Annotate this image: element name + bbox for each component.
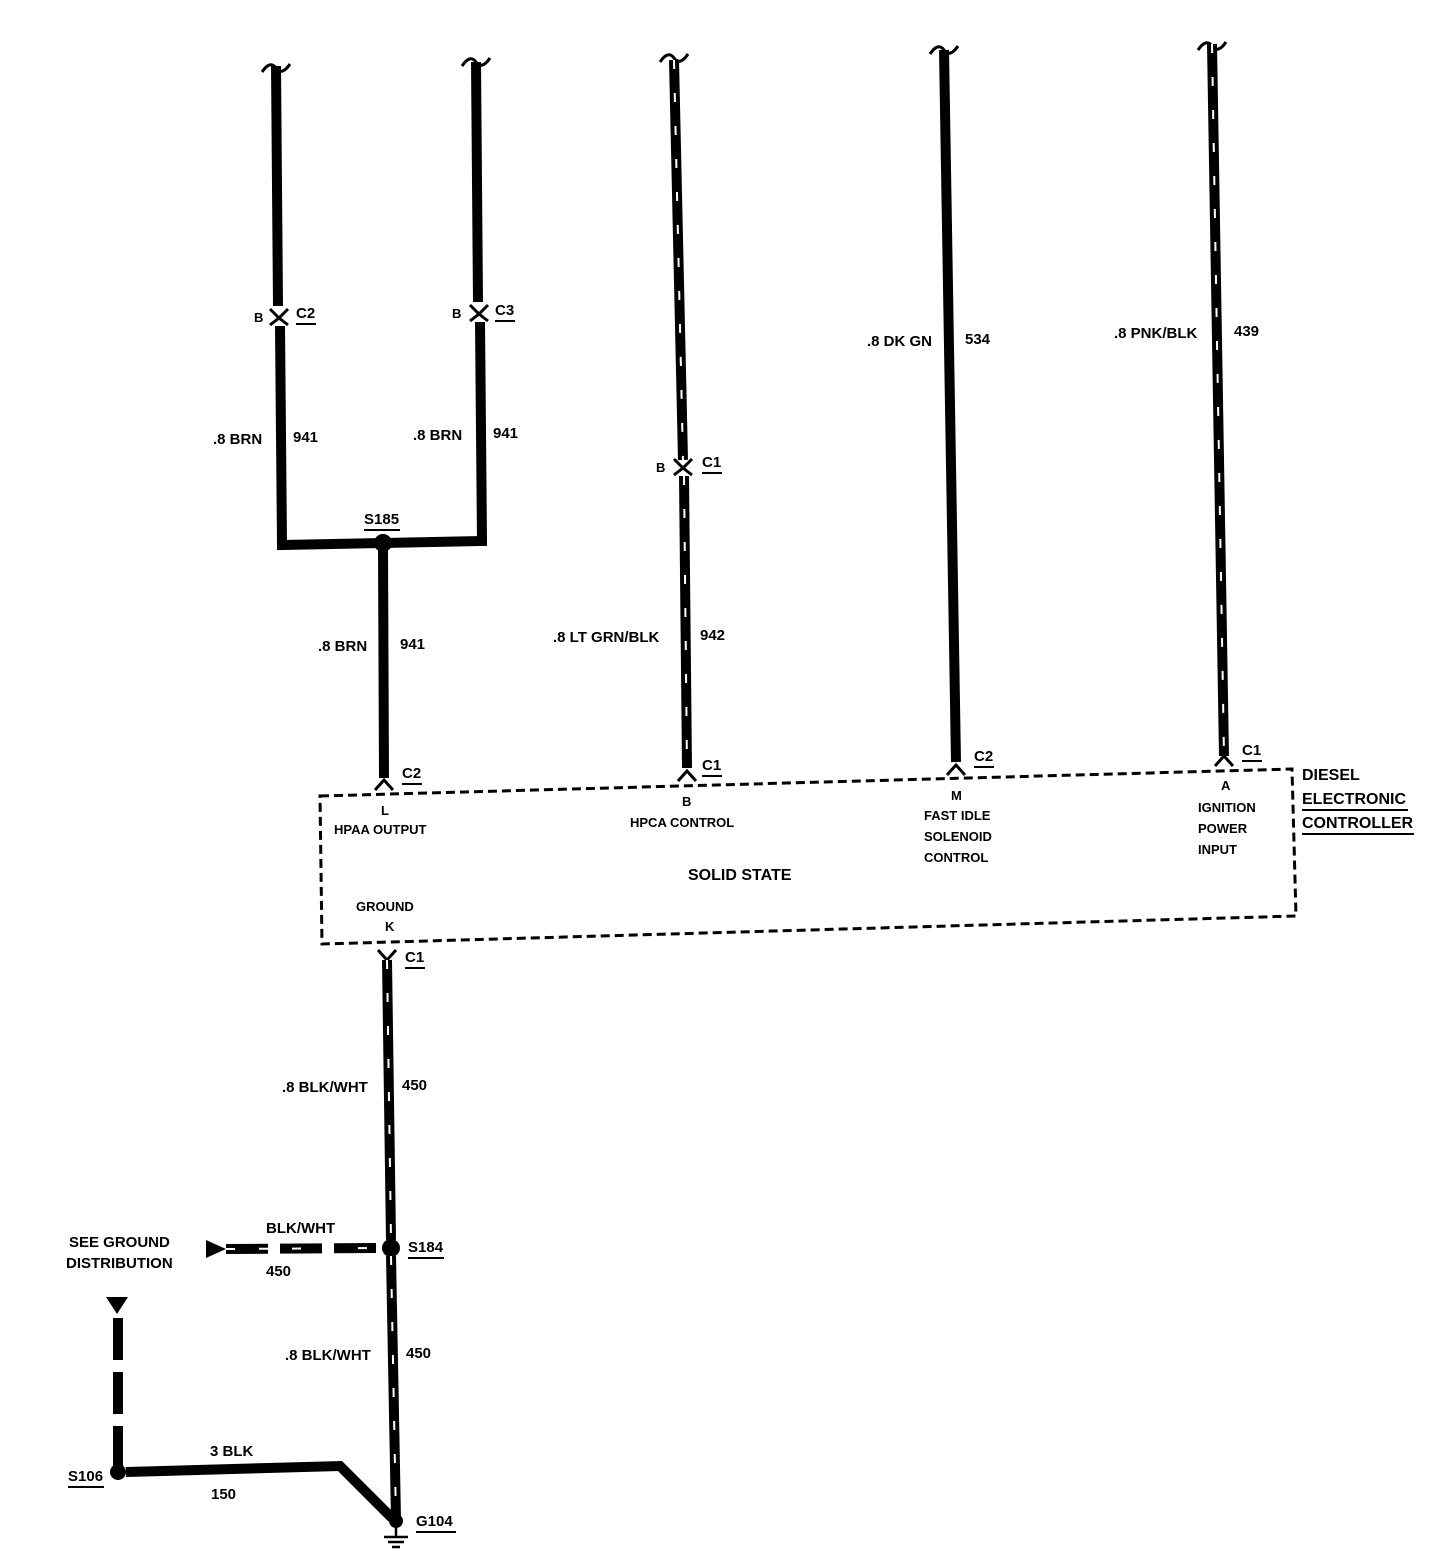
splice-s185-dot — [374, 534, 392, 552]
pin-m: M — [951, 788, 962, 803]
connector-c2-left: C2 — [296, 305, 315, 322]
ground-distribution-ref-line2: DISTRIBUTION — [66, 1255, 173, 1272]
wire-label-pnk-blk: .8 PNK/BLK — [1114, 325, 1198, 342]
arrow-down-icon — [106, 1297, 128, 1314]
wire-dk-gn — [939, 49, 967, 777]
controller-center-text: SOLID STATE — [688, 867, 792, 884]
side-branch-circuit: 450 — [266, 1263, 291, 1280]
pin-l: L — [381, 803, 389, 818]
circuit-439: 439 — [1234, 323, 1259, 340]
connector-c1-a-symbol — [1213, 753, 1235, 768]
wire-break-symbols — [260, 41, 1228, 73]
controller-name-line1: DIESEL — [1302, 767, 1360, 784]
wire-label-dk-gn: .8 DK GN — [867, 333, 932, 350]
wire-label-blk-wht-lower: .8 BLK/WHT — [285, 1347, 371, 1364]
wire-brn-lower — [373, 547, 395, 792]
circuit-534: 534 — [965, 331, 991, 348]
connector-c2-m: C2 — [974, 748, 993, 765]
terminal-b-hpca: B — [656, 460, 665, 475]
connector-c1-b: C1 — [702, 757, 721, 774]
connector-c1-upper-symbol — [672, 457, 694, 477]
pin-a-label-line2: POWER — [1198, 821, 1248, 836]
circuit-941-left: 941 — [293, 429, 318, 446]
connector-c1-k: C1 — [405, 949, 424, 966]
pin-b-label: HPCA CONTROL — [630, 815, 734, 830]
pin-b: B — [682, 794, 691, 809]
circuit-150: 150 — [211, 1486, 236, 1503]
ground-g104: G104 — [416, 1513, 453, 1530]
splice-s184: S184 — [408, 1239, 444, 1256]
splice-s106-dot — [110, 1464, 126, 1480]
wire-blk-wht-upper — [376, 948, 398, 1241]
connector-c2-l-symbol — [373, 777, 395, 792]
pin-l-label: HPAA OUTPUT — [334, 822, 427, 837]
wire-brn-right — [383, 61, 490, 548]
pin-m-label-line1: FAST IDLE — [924, 808, 991, 823]
pin-m-label-line2: SOLENOID — [924, 829, 992, 844]
circuit-450-upper: 450 — [402, 1077, 427, 1094]
connector-c1-a: C1 — [1242, 742, 1261, 759]
splice-s184-dot — [382, 1239, 400, 1257]
wire-3-blk — [125, 1460, 396, 1522]
circuit-941-lower: 941 — [400, 636, 425, 653]
pin-a: A — [1221, 778, 1231, 793]
ground-junction-dot — [389, 1514, 403, 1528]
connector-c1-upper: C1 — [702, 454, 721, 471]
pin-k: K — [385, 919, 395, 934]
wire-pnk-blk — [1207, 43, 1235, 768]
ground-symbol-icon — [384, 1528, 408, 1549]
wire-lt-grn-blk — [669, 59, 698, 783]
pin-a-label-line3: INPUT — [1198, 842, 1237, 857]
wire-label-3-blk: 3 BLK — [210, 1443, 254, 1460]
circuit-942: 942 — [700, 627, 725, 644]
wire-brn-left — [268, 65, 383, 551]
pin-k-label: GROUND — [356, 899, 414, 914]
controller-name-line3: CONTROLLER — [1302, 815, 1414, 832]
circuit-941-right: 941 — [493, 425, 518, 442]
terminal-b-left: B — [254, 310, 263, 325]
wire-label-blk-wht-upper: .8 BLK/WHT — [282, 1079, 368, 1096]
ground-distribution-ref-line1: SEE GROUND — [69, 1234, 170, 1251]
wire-side-branch — [206, 1240, 383, 1258]
controller-name-line2: ELECTRONIC — [1302, 791, 1406, 808]
arrow-left-icon — [206, 1240, 226, 1258]
connector-c3-symbol — [468, 303, 490, 323]
circuit-450-lower: 450 — [406, 1345, 431, 1362]
wire-label-lt-grn-blk: .8 LT GRN/BLK — [553, 629, 660, 646]
wire-label-brn-lower: .8 BRN — [318, 638, 367, 655]
connector-c3: C3 — [495, 302, 514, 319]
wire-label-brn-left: .8 BRN — [213, 431, 262, 448]
controller-box — [318, 767, 1298, 946]
connector-c2-m-symbol — [945, 762, 967, 777]
connector-c2-left-symbol — [268, 307, 290, 327]
side-branch-wire-color: BLK/WHT — [266, 1220, 335, 1237]
splice-s106: S106 — [68, 1468, 103, 1485]
connector-c2-l: C2 — [402, 765, 421, 782]
pin-a-label-line1: IGNITION — [1198, 800, 1256, 815]
connector-c1-k-symbol — [376, 948, 398, 963]
connector-c1-b-symbol — [676, 768, 698, 783]
pin-m-label-line3: CONTROL — [924, 850, 988, 865]
terminal-b-right: B — [452, 306, 461, 321]
wire-blk-wht-lower — [386, 1255, 401, 1521]
wire-break-symbol — [658, 53, 690, 63]
splice-s185: S185 — [364, 511, 399, 528]
wire-label-brn-right: .8 BRN — [413, 427, 462, 444]
